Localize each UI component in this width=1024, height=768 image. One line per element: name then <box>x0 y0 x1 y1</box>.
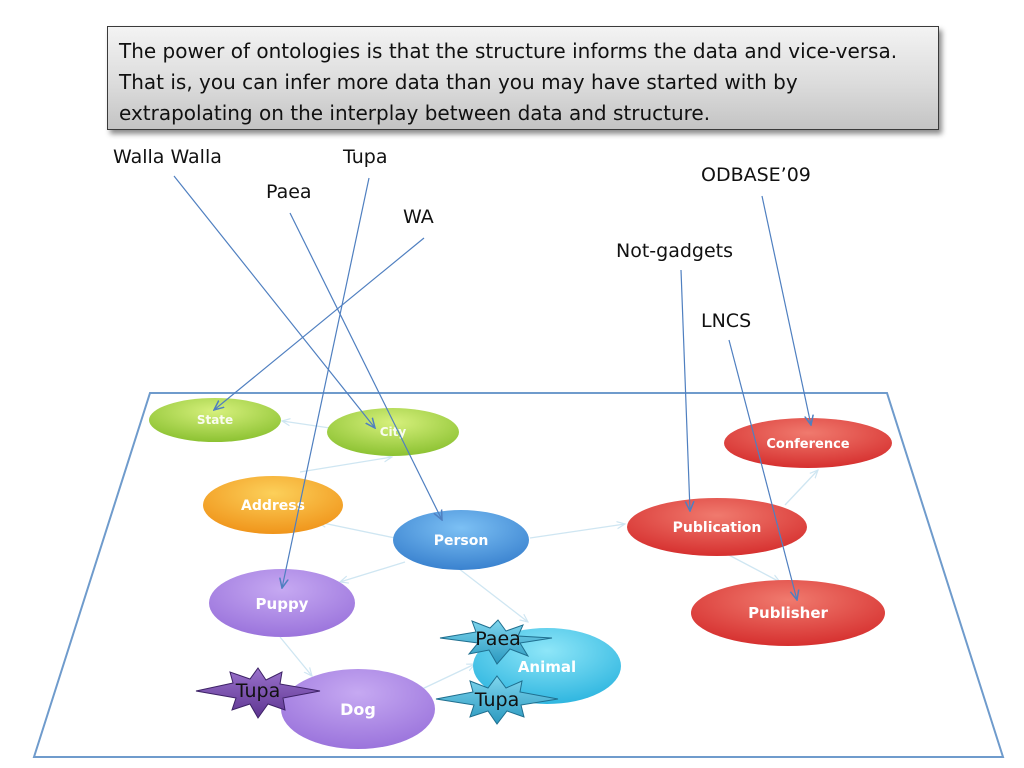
caption-line-3: extrapolating on the interplay between d… <box>119 101 711 125</box>
node-publisher: Publisher <box>691 580 885 646</box>
caption-line-2: That is, you can infer more data than yo… <box>119 70 798 94</box>
node-publisher-label: Publisher <box>748 604 828 622</box>
star-tupa-animal: Tupa <box>435 675 559 725</box>
label-wa: WA <box>403 206 434 228</box>
node-state: State <box>149 398 281 442</box>
arrow-wa-to-state <box>214 237 425 410</box>
node-conference-label: Conference <box>766 437 849 452</box>
caption-line-1: The power of ontologies is that the stru… <box>119 39 898 63</box>
label-paea: Paea <box>266 181 312 203</box>
label-not-gadgets: Not-gadgets <box>616 240 734 262</box>
star-paea-label: Paea <box>475 628 521 650</box>
edge-dog-animal <box>419 664 475 691</box>
arrow-odbase-to-conference <box>761 195 811 425</box>
arrow-tupa-to-puppy <box>282 177 370 588</box>
node-publication: Publication <box>627 498 807 556</box>
node-city-label: City <box>380 425 407 439</box>
star-paea: Paea <box>439 619 553 665</box>
edge-person-publication <box>529 524 625 539</box>
node-dog-label: Dog <box>340 700 376 719</box>
star-tupa-dog: Tupa <box>195 667 321 719</box>
label-odbase: ODBASE’09 <box>701 164 811 186</box>
node-person: Person <box>393 510 529 570</box>
arrow-not-gadgets-to-publication <box>680 269 690 511</box>
edge-publication-conference <box>784 470 818 506</box>
node-address-label: Address <box>241 498 305 514</box>
node-puppy-label: Puppy <box>256 595 309 613</box>
star-tupa-animal-label: Tupa <box>474 689 519 711</box>
node-person-label: Person <box>434 533 489 549</box>
edge-puppy-dog <box>279 636 312 676</box>
label-walla-walla: Walla Walla <box>113 146 222 168</box>
edge-publication-publisher <box>724 552 780 582</box>
node-dog: Dog <box>281 669 435 749</box>
node-state-label: State <box>197 413 233 427</box>
node-city: City <box>327 408 459 456</box>
edge-city-state <box>282 421 331 429</box>
node-conference: Conference <box>724 418 892 468</box>
node-puppy: Puppy <box>209 569 355 637</box>
label-lncs: LNCS <box>701 310 752 332</box>
edge-person-address <box>318 522 396 539</box>
caption-box: The power of ontologies is that the stru… <box>107 26 939 130</box>
arrow-lncs-to-publisher <box>728 339 797 600</box>
label-tupa: Tupa <box>343 146 388 168</box>
instance-arrows <box>173 175 811 600</box>
edge-person-puppy <box>340 561 406 582</box>
arrow-walla-walla-to-city <box>173 175 375 428</box>
node-address: Address <box>203 476 343 534</box>
star-tupa-dog-label: Tupa <box>235 680 280 702</box>
edge-address-city <box>299 457 392 473</box>
relation-edges <box>279 421 818 691</box>
edge-person-animal <box>457 567 528 622</box>
node-publication-label: Publication <box>673 520 762 536</box>
arrow-paea-to-person <box>289 212 442 520</box>
node-animal-label: Animal <box>518 658 576 676</box>
